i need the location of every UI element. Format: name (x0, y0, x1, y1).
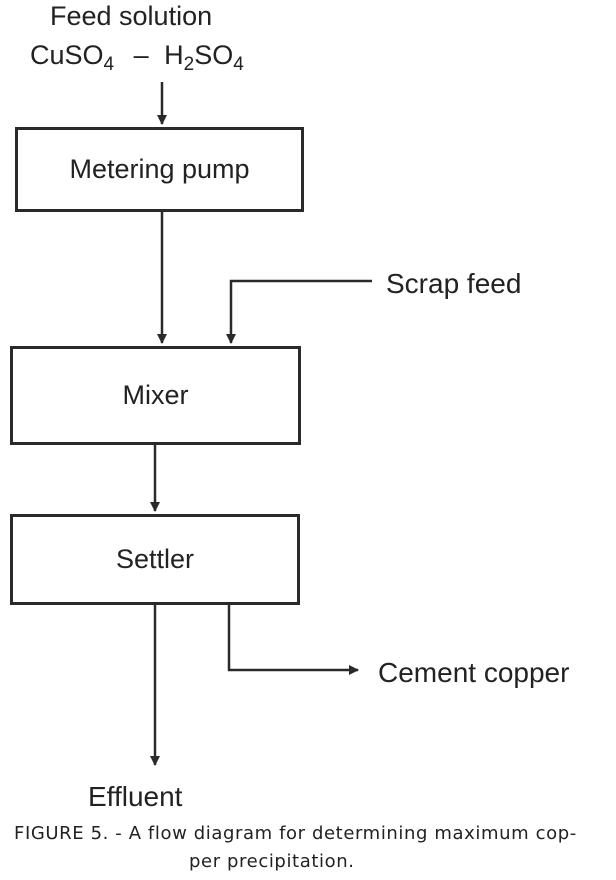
scrap-feed-label: Scrap feed (386, 268, 522, 299)
formula-sub-4a: 4 (103, 54, 115, 75)
formula-dash: – (133, 40, 149, 70)
arrow-settler-to-cement (227, 605, 359, 675)
formula-sub-2: 2 (183, 54, 195, 75)
effluent-label: Effluent (88, 781, 183, 812)
feed-solution-label: Feed solution (50, 1, 213, 31)
formula-sub-4b: 4 (233, 54, 244, 75)
settler-label: Settler (115, 544, 195, 574)
mixer-label: Mixer (122, 380, 189, 410)
formula-cuso: CuSO (30, 40, 104, 70)
feed-formula: CuSO4 – H2SO4 (30, 40, 244, 75)
caption-line-2: per precipitation. (189, 851, 355, 872)
metering-pump-box: Metering pump (15, 127, 304, 212)
formula-so: SO (194, 40, 234, 70)
formula-h: H (164, 40, 184, 70)
cement-copper-label: Cement copper (378, 657, 570, 688)
mixer-box: Mixer (10, 346, 301, 445)
metering-pump-label: Metering pump (69, 154, 250, 184)
caption-line-1: FIGURE 5. - A flow diagram for determini… (14, 823, 577, 844)
figure-caption: FIGURE 5. - A flow diagram for determini… (14, 820, 577, 876)
settler-box: Settler (10, 514, 300, 605)
arrow-scrap-to-mixer (226, 279, 372, 344)
